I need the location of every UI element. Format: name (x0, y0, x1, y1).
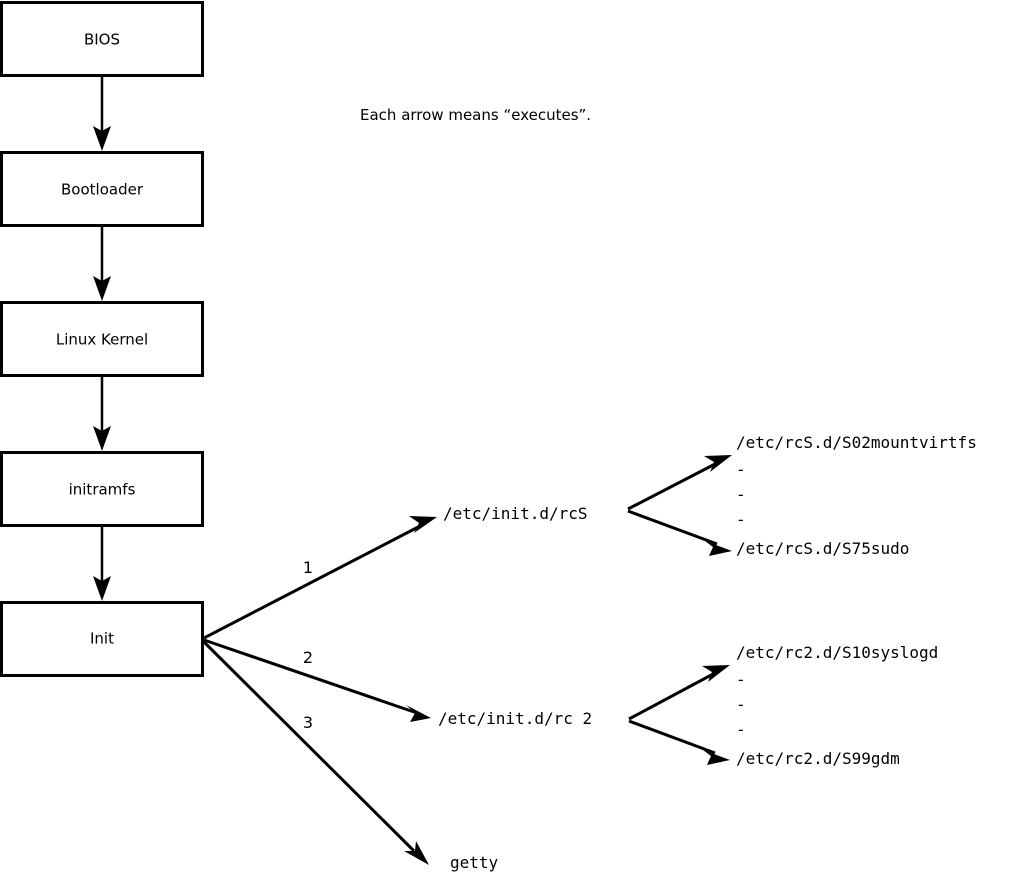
edge-init-to-rcS: 1 (203, 516, 437, 640)
box-linux-kernel[interactable]: Linux Kernel (0, 301, 204, 377)
box-init-rect (0, 601, 204, 677)
node-label-rc2[interactable]: /etc/init.d/rc 2 (438, 709, 592, 728)
arrow-head-down-icon (93, 126, 111, 151)
ellipsis-dash: - (736, 670, 746, 689)
edge-label-2: 2 (303, 648, 313, 667)
arrow-shaft (627, 461, 718, 511)
box-bootloader-rect (0, 151, 204, 227)
edge-init-to-getty: 3 (202, 640, 429, 865)
script-rc2-first[interactable]: /etc/rc2.d/S10syslogd (736, 643, 938, 662)
arrow-shaft (202, 640, 416, 853)
arrow-shaft (203, 638, 418, 715)
box-linux-kernel-label: Linux Kernel (56, 331, 148, 349)
box-bios-label: BIOS (84, 31, 120, 49)
node-label-rcS[interactable]: /etc/init.d/rcS (443, 504, 588, 523)
arrow-kernel-to-initramfs (93, 376, 111, 451)
arrow-shaft (628, 671, 716, 721)
box-bios-rect (0, 1, 204, 77)
edge-rc2-to-last-script (628, 719, 730, 765)
arrow-head-icon (702, 665, 730, 682)
arrow-head-icon (705, 541, 732, 556)
script-rcS-first[interactable]: /etc/rcS.d/S02mountvirtfs (736, 433, 977, 452)
arrow-head-icon (406, 705, 431, 722)
box-init-label: Init (90, 630, 114, 648)
edge-rcS-to-last-script (627, 509, 732, 556)
edge-rcS-to-first-script (627, 455, 732, 511)
arrow-head-icon (409, 516, 437, 533)
ellipsis-dash: - (736, 695, 746, 714)
arrow-head-icon (704, 455, 732, 472)
arrow-head-icon (703, 750, 730, 765)
arrow-bios-to-bootloader (93, 76, 111, 151)
script-rc2-last[interactable]: /etc/rc2.d/S99gdm (736, 749, 900, 768)
box-bootloader-label: Bootloader (61, 181, 144, 199)
arrow-head-down-icon (93, 576, 111, 601)
arrow-shaft (203, 522, 425, 640)
edge-label-3: 3 (303, 713, 313, 732)
legend-note: Each arrow means “executes”. (360, 106, 591, 124)
box-initramfs-label: initramfs (69, 481, 136, 499)
arrow-head-down-icon (93, 276, 111, 301)
arrow-initramfs-to-init (93, 526, 111, 601)
arrow-head-down-icon (93, 426, 111, 451)
box-linux-kernel-rect (0, 301, 204, 377)
arrow-shaft (627, 509, 718, 546)
ellipsis-dash: - (736, 720, 746, 739)
arrow-bootloader-to-kernel (93, 226, 111, 301)
ellipsis-dash: - (736, 485, 746, 504)
arrow-head-icon (404, 841, 429, 865)
ellipsis-dash: - (736, 510, 746, 529)
box-bios[interactable]: BIOS (0, 1, 204, 77)
box-initramfs[interactable]: initramfs (0, 451, 204, 527)
box-bootloader[interactable]: Bootloader (0, 151, 204, 227)
box-init[interactable]: Init (0, 601, 204, 677)
ellipsis-dash: - (736, 460, 746, 479)
node-label-getty[interactable]: getty (450, 853, 499, 872)
edge-label-1: 1 (303, 558, 313, 577)
arrow-shaft (628, 719, 716, 755)
box-initramfs-rect (0, 451, 204, 527)
edge-rc2-to-first-script (628, 665, 730, 721)
script-rcS-last[interactable]: /etc/rcS.d/S75sudo (736, 539, 909, 558)
edge-init-to-rc2: 2 (203, 638, 431, 722)
